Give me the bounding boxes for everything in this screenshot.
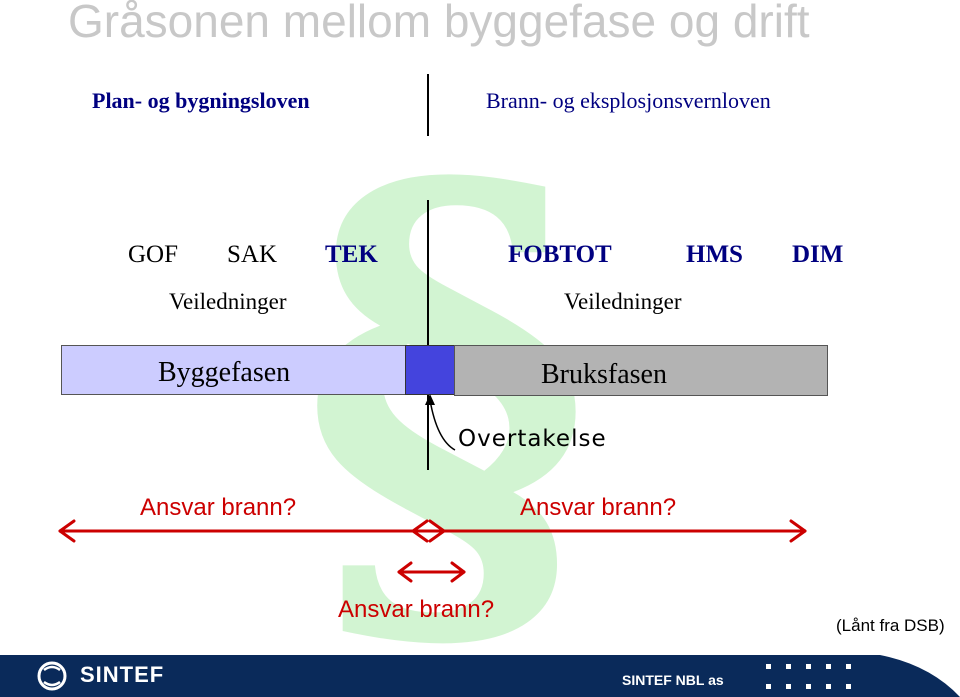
pointer-arrowhead-icon: [425, 394, 435, 405]
law-right-label: Brann- og eksplosjonsvernloven: [486, 88, 771, 113]
footer-bar: [0, 655, 960, 697]
footer-corner-curve: [880, 655, 960, 697]
divider-top: [427, 74, 429, 136]
law-left-label: Plan- og bygningsloven: [92, 88, 310, 113]
reg-fobtot: FOBTOT: [508, 241, 612, 268]
use-phase-label: Bruksfasen: [541, 359, 667, 390]
arrow-middle-span: [397, 561, 466, 583]
reg-hms: HMS: [686, 241, 743, 268]
use-phase-bar: [454, 345, 828, 396]
guidance-left: Veiledninger: [169, 289, 287, 314]
footer-org-label: SINTEF NBL as: [622, 672, 724, 688]
build-phase-bar: [61, 345, 406, 395]
footer-dot-grid: [766, 664, 851, 689]
handover-label: Overtakelse: [458, 426, 607, 452]
responsibility-middle-label: Ansvar brann?: [338, 596, 495, 623]
sintef-logo-text: SINTEF: [80, 662, 165, 687]
reg-gof: GOF: [128, 241, 179, 268]
arrow-right-span: [411, 519, 807, 543]
build-phase-label: Byggefasen: [158, 357, 291, 388]
divider-main: [427, 200, 429, 470]
reg-dim: DIM: [792, 241, 844, 268]
reg-tek: TEK: [325, 241, 378, 268]
reg-sak: SAK: [227, 241, 278, 268]
responsibility-left-label: Ansvar brann?: [140, 494, 297, 521]
sintef-logo-icon: [37, 661, 67, 691]
responsibility-right-label: Ansvar brann?: [520, 494, 677, 521]
guidance-right: Veiledninger: [564, 289, 682, 314]
credit-note: (Lånt fra DSB): [836, 616, 945, 635]
page-title: Gråsonen mellom byggefase og drift: [68, 0, 810, 47]
